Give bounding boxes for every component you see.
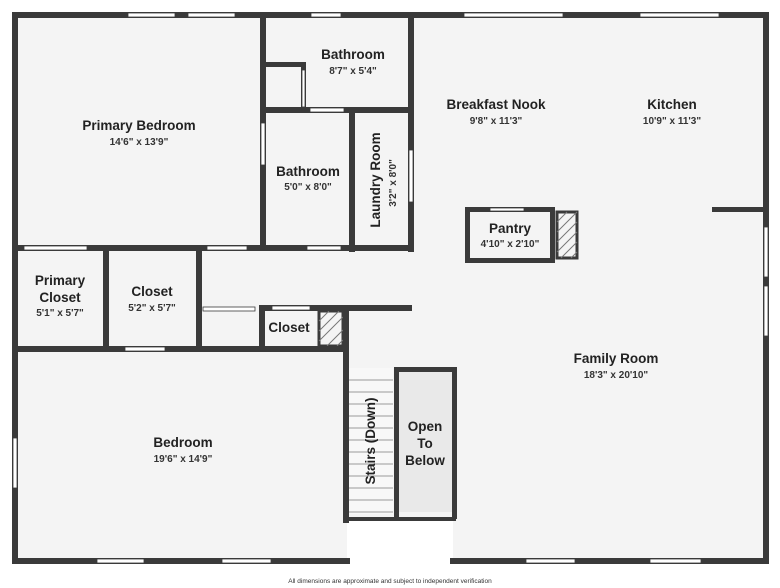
hatched-chases: [317, 210, 579, 348]
stair-treads: [349, 379, 393, 513]
pantry-label: Pantry: [489, 221, 532, 236]
primary-bedroom-label: Primary Bedroom: [82, 118, 195, 133]
bathroom-lower-label: Bathroom: [276, 164, 340, 179]
closet-mid-dim: 5'2" x 5'7": [128, 303, 176, 314]
primary-closet-label-1: Primary: [35, 273, 86, 288]
stairs-label: Stairs (Down): [363, 397, 378, 484]
closet-mid-label: Closet: [131, 284, 173, 299]
laundry-room-label: Laundry Room: [368, 132, 383, 227]
laundry-room-dim: 3'2" x 8'0": [388, 159, 399, 207]
footer-note: All dimensions are approximate and subje…: [288, 578, 492, 585]
pantry-dim: 4'10" x 2'10": [481, 239, 540, 250]
bathroom-upper-label: Bathroom: [321, 47, 385, 62]
kitchen-dim: 10'9" x 11'3": [643, 116, 701, 127]
closet-small-label: Closet: [268, 320, 310, 335]
primary-closet-label-2: Closet: [39, 290, 81, 305]
bedroom-dim: 19'6" x 14'9": [154, 454, 213, 465]
open-to-below-line-3: Below: [405, 453, 445, 468]
primary-closet-dim: 5'1" x 5'7": [36, 308, 84, 319]
kitchen-label: Kitchen: [647, 97, 697, 112]
windows: [12, 12, 769, 564]
family-room-dim: 18'3" x 20'10": [584, 370, 649, 381]
breakfast-nook-label: Breakfast Nook: [446, 97, 546, 112]
breakfast-nook-dim: 9'8" x 11'3": [470, 116, 523, 127]
primary-bedroom-dim: 14'6" x 13'9": [110, 137, 169, 148]
open-to-below-line-2: To: [417, 436, 433, 451]
bathroom-upper-dim: 8'7" x 5'4": [329, 66, 377, 77]
room-labels: Primary Bedroom 14'6" x 13'9" Bathroom 8…: [35, 47, 701, 485]
open-to-below-line-1: Open: [408, 419, 443, 434]
open-to-below-area: [399, 371, 454, 512]
bedroom-label: Bedroom: [153, 435, 212, 450]
family-room-label: Family Room: [574, 351, 659, 366]
bathroom-lower-dim: 5'0" x 8'0": [284, 182, 332, 193]
